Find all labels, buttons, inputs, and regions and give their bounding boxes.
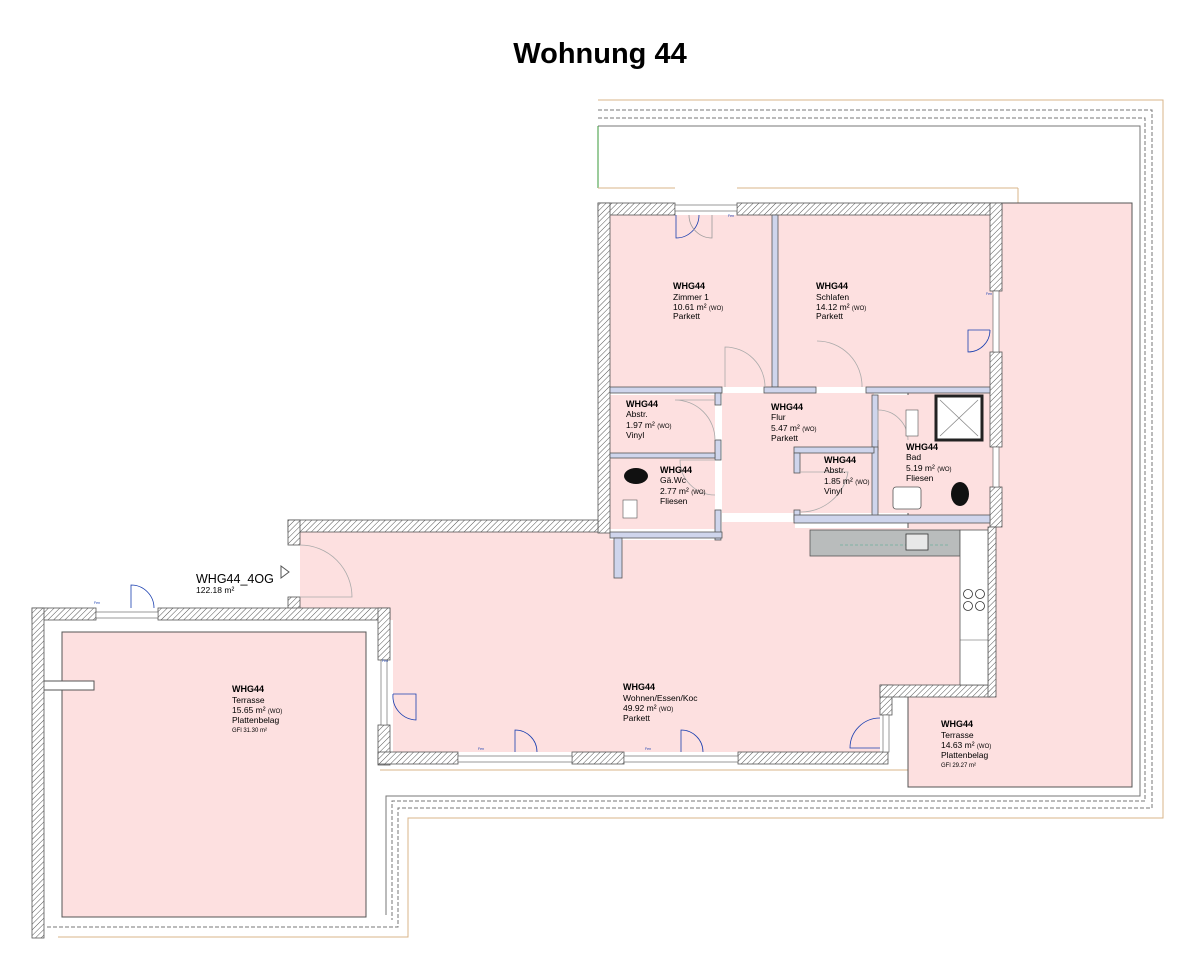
apartment-id: WHG44_4OG [196,572,274,586]
room-label-terrasse-east: WHG44 Terrasse 14.63 m² (WO) Plattenbela… [941,719,991,769]
svg-text:Wohnen/Essen/Koc: Wohnen/Essen/Koc [623,693,698,703]
bathroom-toilet [951,482,969,506]
room-label-abstr1: WHG44 Abstr. 1.97 m² (WO) Vinyl [626,399,672,440]
door-swings [130,214,991,753]
svg-text:Terrasse: Terrasse [232,695,265,705]
kitchen-unit [809,529,989,686]
room-label-terrasse-west: WHG44 Terrasse 15.65 m² (WO) Plattenbela… [232,684,282,734]
apartment-label: WHG44_4OG 122.18 m² [196,572,274,595]
svg-text:10.61 m² (WO): 10.61 m² (WO) [673,302,723,312]
svg-text:Abstr.: Abstr. [824,465,846,475]
svg-text:GFl 29.27 m²: GFl 29.27 m² [941,763,976,769]
apartment-area: 122.18 m² [196,585,234,595]
svg-text:1.85 m² (WO): 1.85 m² (WO) [824,476,870,486]
walls [31,202,1003,939]
svg-text:Gä.Wc: Gä.Wc [660,475,687,485]
room-label-flur: WHG44 Flur 5.47 m² (WO) Parkett [771,402,817,443]
svg-text:WHG44: WHG44 [816,281,848,291]
svg-text:Plattenbelag: Plattenbelag [941,750,989,760]
svg-text:Fen: Fen [986,292,992,296]
entry-marker [280,565,290,579]
room-label-bad: WHG44 Bad 5.19 m² (WO) Fliesen [906,442,952,483]
svg-text:Parkett: Parkett [771,433,799,443]
bathroom-shelf [905,409,919,437]
svg-text:14.12 m² (WO): 14.12 m² (WO) [816,302,866,312]
svg-text:5.19 m² (WO): 5.19 m² (WO) [906,463,952,473]
svg-text:WHG44: WHG44 [771,402,803,412]
svg-text:Zimmer 1: Zimmer 1 [673,292,709,302]
room-label-abstr2: WHG44 Abstr. 1.85 m² (WO) Vinyl [824,455,870,496]
partitions [609,214,991,579]
svg-text:WHG44: WHG44 [232,684,264,694]
svg-text:WHG44: WHG44 [660,465,692,475]
svg-text:GFl 31.30 m²: GFl 31.30 m² [232,728,267,734]
terrace-west-area [61,631,367,918]
terrace-bench [41,680,95,691]
svg-text:Parkett: Parkett [623,713,651,723]
sanitary-fixtures [622,394,984,519]
svg-text:Parkett: Parkett [673,311,701,321]
room-fills [300,215,990,752]
svg-text:Fen: Fen [94,601,100,605]
svg-text:Fliesen: Fliesen [906,473,934,483]
bathroom-basin [892,486,922,510]
svg-text:Bad: Bad [906,452,921,462]
guest-wc-toilet [624,468,648,484]
svg-text:5.47 m² (WO): 5.47 m² (WO) [771,423,817,433]
svg-text:49.92 m² (WO): 49.92 m² (WO) [623,703,673,713]
windows [95,204,1000,763]
svg-text:Plattenbelag: Plattenbelag [232,715,280,725]
room-label-gawc: WHG44 Gä.Wc 2.77 m² (WO) Fliesen [660,465,706,506]
svg-text:WHG44: WHG44 [941,719,973,729]
page-title: Wohnung 44 [513,38,687,70]
svg-text:Parkett: Parkett [816,311,844,321]
room-label-zimmer1: WHG44 Zimmer 1 10.61 m² (WO) Parkett [673,281,723,321]
svg-text:Fen: Fen [645,747,651,751]
svg-text:2.77 m² (WO): 2.77 m² (WO) [660,486,706,496]
svg-text:Fen: Fen [478,747,484,751]
svg-text:Schlafen: Schlafen [816,292,849,302]
svg-text:WHG44: WHG44 [623,682,655,692]
svg-text:Fliesen: Fliesen [660,496,688,506]
svg-text:WHG44: WHG44 [673,281,705,291]
svg-text:Abstr.: Abstr. [626,409,648,419]
svg-text:15.65 m² (WO): 15.65 m² (WO) [232,705,282,715]
svg-text:Fen: Fen [382,659,388,663]
door-labels: Fen Fen Fen Fen Fen Fen [94,214,992,751]
svg-text:Vinyl: Vinyl [626,430,644,440]
svg-text:WHG44: WHG44 [824,455,856,465]
room-label-wohnen: WHG44 Wohnen/Essen/Koc 49.92 m² (WO) Par… [623,682,698,723]
shower-tray [934,394,984,442]
svg-text:Vinyl: Vinyl [824,486,842,496]
svg-text:Fen: Fen [728,214,734,218]
room-label-schlafen: WHG44 Schlafen 14.12 m² (WO) Parkett [816,281,866,321]
svg-text:Terrasse: Terrasse [941,730,974,740]
svg-text:WHG44: WHG44 [626,399,658,409]
guest-wc-basin [622,499,638,519]
svg-text:1.97 m² (WO): 1.97 m² (WO) [626,420,672,430]
svg-text:WHG44: WHG44 [906,442,938,452]
svg-text:Flur: Flur [771,412,786,422]
svg-text:14.63 m² (WO): 14.63 m² (WO) [941,740,991,750]
